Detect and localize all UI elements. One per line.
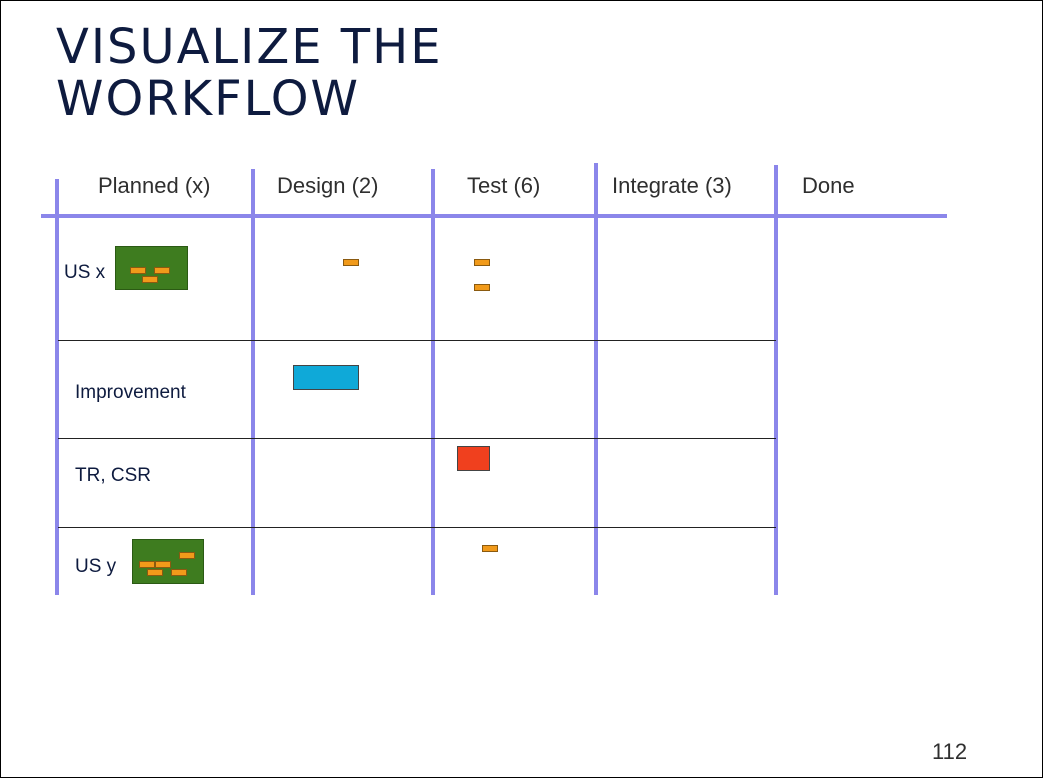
row-label-us-x: US x (64, 262, 106, 283)
task-card-test[interactable] (474, 284, 490, 291)
column-divider-planned-design (251, 169, 255, 595)
row-label-us-y: US y (75, 556, 117, 577)
page-number: 112 (932, 739, 968, 764)
task-card[interactable] (142, 276, 158, 283)
task-card[interactable] (147, 569, 163, 576)
task-card-design[interactable] (343, 259, 359, 266)
column-divider-test-integrate (594, 163, 598, 595)
swimlane-divider (58, 340, 776, 341)
board-left-border (55, 179, 59, 595)
trouble-report-card[interactable] (457, 446, 490, 471)
row-label-improvement: Improvement (75, 382, 186, 403)
task-card[interactable] (130, 267, 146, 274)
improvement-card[interactable] (293, 365, 359, 390)
slide-title: VISUALIZE THE WORKFLOW (56, 19, 443, 127)
task-card[interactable] (179, 552, 195, 559)
user-story-card-us-y[interactable] (132, 539, 204, 584)
column-header-planned: Planned (x) (98, 173, 211, 198)
row-label-tr-csr: TR, CSR (75, 465, 151, 486)
column-divider-integrate-done (774, 165, 778, 595)
task-card[interactable] (155, 561, 171, 568)
task-card[interactable] (171, 569, 187, 576)
swimlane-divider (58, 438, 776, 439)
swimlane-divider (58, 527, 776, 528)
column-header-integrate: Integrate (3) (612, 173, 732, 198)
board-header-divider (41, 214, 947, 218)
task-card[interactable] (154, 267, 170, 274)
task-card-test[interactable] (482, 545, 498, 552)
column-header-design: Design (2) (277, 173, 379, 198)
task-card-test[interactable] (474, 259, 490, 266)
user-story-card-us-x[interactable] (115, 246, 188, 290)
task-card[interactable] (139, 561, 155, 568)
column-header-test: Test (6) (467, 173, 541, 198)
column-header-done: Done (802, 173, 855, 198)
column-divider-design-test (431, 169, 435, 595)
